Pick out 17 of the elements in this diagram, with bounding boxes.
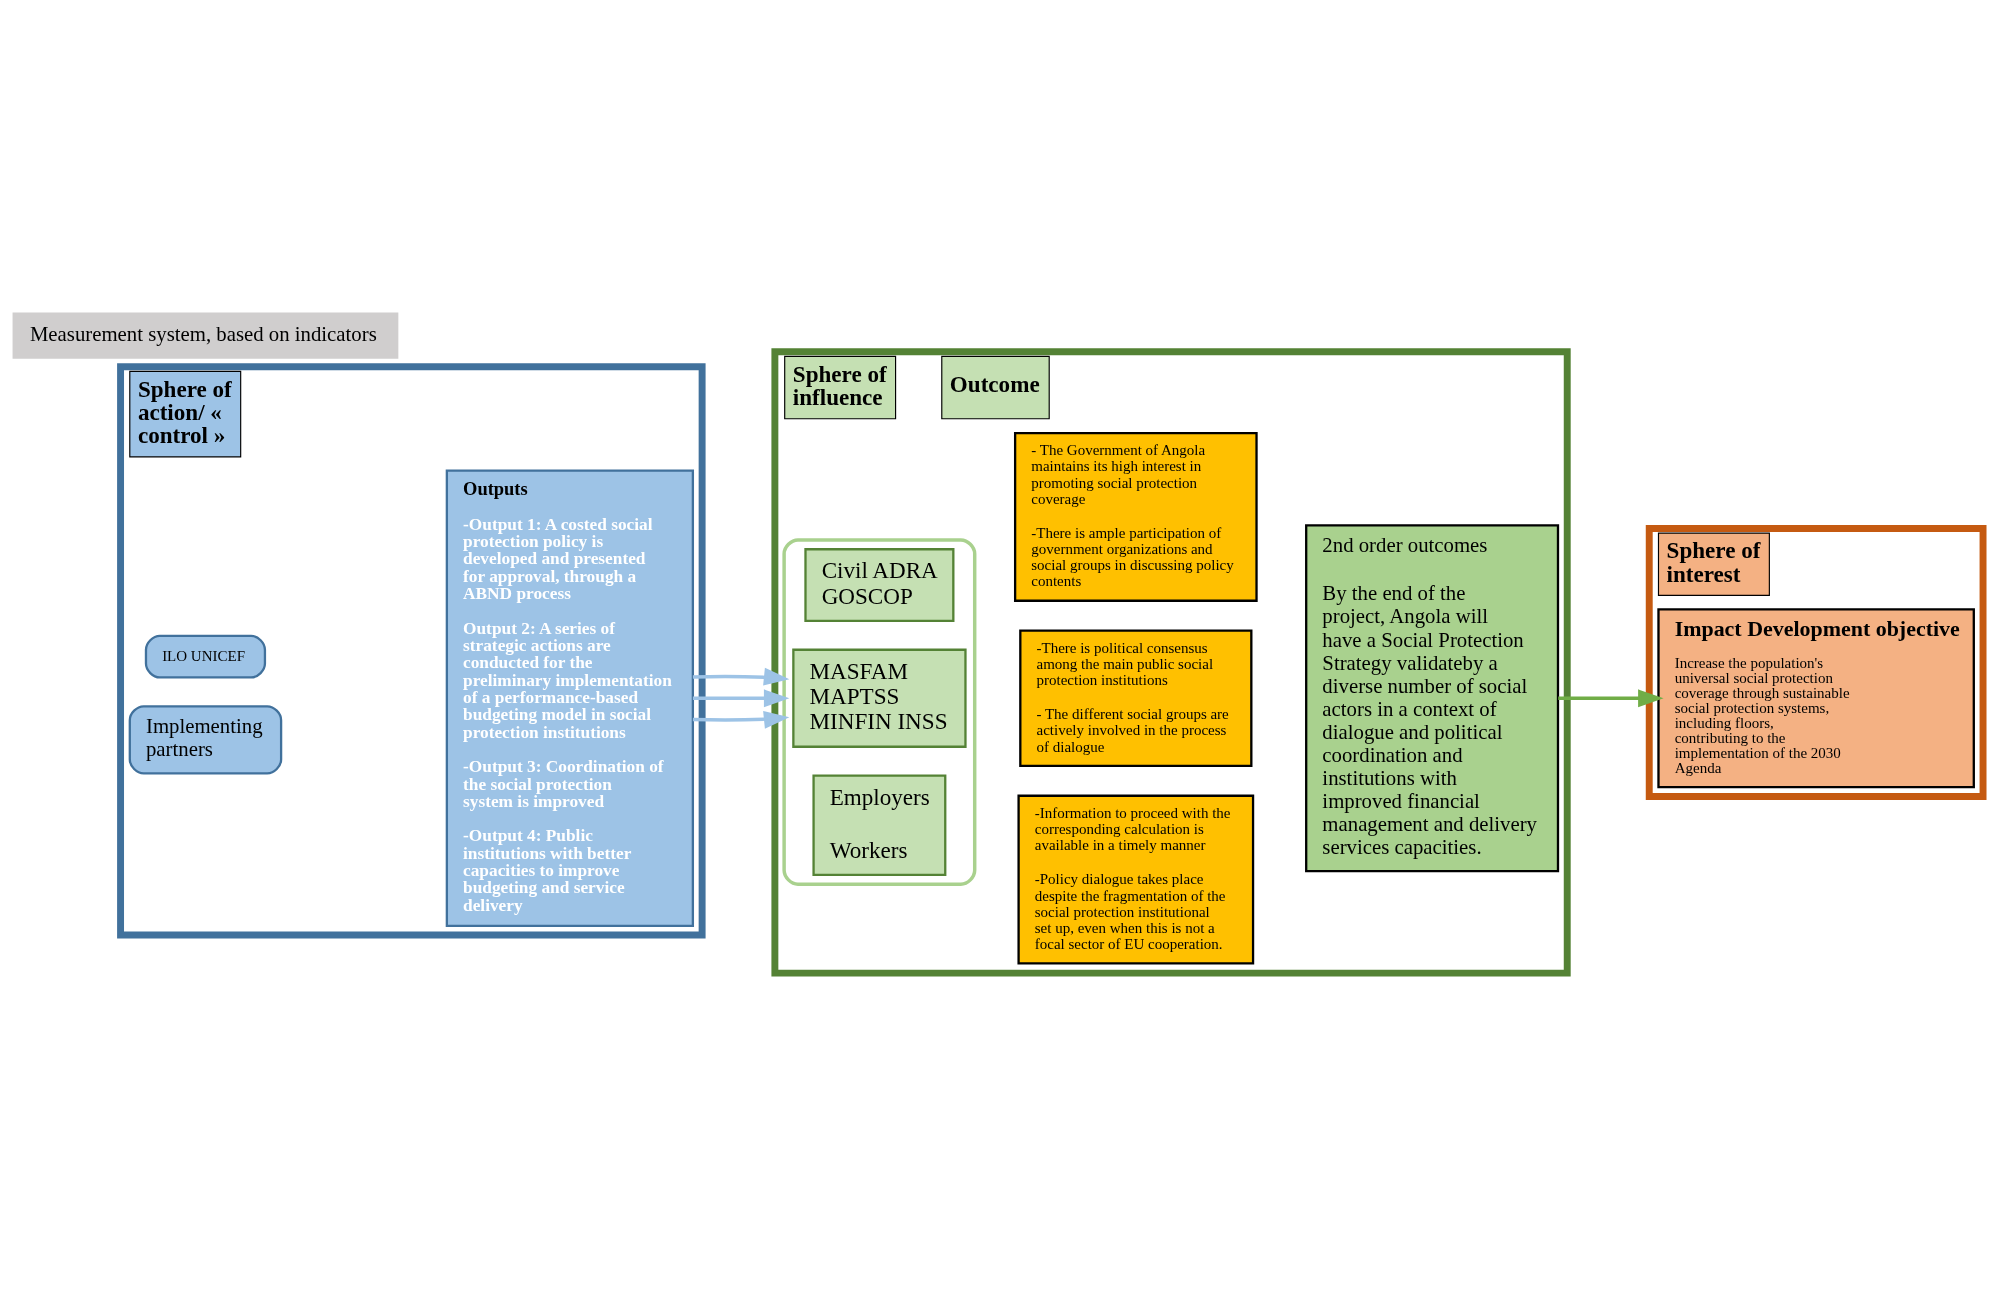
- node-box: Measurement system, based on indicators: [12, 312, 399, 359]
- cluster: [782, 538, 977, 886]
- node-box: Civil ADRA GOSCOP: [804, 548, 955, 622]
- node-box: ILO UNICEF: [144, 634, 267, 679]
- arrow: [692, 667, 790, 686]
- arrow: [692, 689, 790, 708]
- node-box: Implementing partners: [128, 705, 283, 775]
- node-box: Employers Workers: [812, 774, 947, 877]
- node-box: MASFAM MAPTSS MINFIN INSS: [792, 648, 967, 748]
- arrow: [1558, 689, 1664, 708]
- node-box: - The Government of Angola maintains its high interest in promoting social protection coverage -There is ample participation of government organizations and social groups in discussing policy contents: [1013, 431, 1258, 602]
- node-box: -There is political consensus among the main public social protection institutions - The different social groups are actively involved in the process of dialogue: [1019, 629, 1253, 768]
- node-box: -Information to proceed with the corresponding calculation is available in a timely manner -Policy dialogue takes place despite the fragmentation of the social protection institutional set up, even when this is not a focal sector of EU cooperation.: [1017, 794, 1255, 965]
- node-box: 2nd order outcomes By the end of the project, Angola will have a Social Protection Strategy validateby a diverse number of social actors in a context of dialogue and political coordination and institutions with improved financial management and delivery services capacities.: [1305, 524, 1560, 873]
- node-box: Outputs -Output 1: A costed social protection policy is developed and presented for approval, through a ABND process Output 2: A series of strategic actions are conducted for the preliminary implementation of a performance-based budgeting model in social protection institutions -Output 3: Coordination of the social protection system is improved -Output 4: Public institutions with better capacities to improve budgeting and service delivery: [445, 469, 695, 927]
- arrow: [692, 711, 790, 729]
- node-box: Impact Development objective Increase the population's universal social protection coverage through sustainable social protection systems, including floors, contributing to the implementation of the 2030 Agenda: [1657, 608, 1975, 789]
